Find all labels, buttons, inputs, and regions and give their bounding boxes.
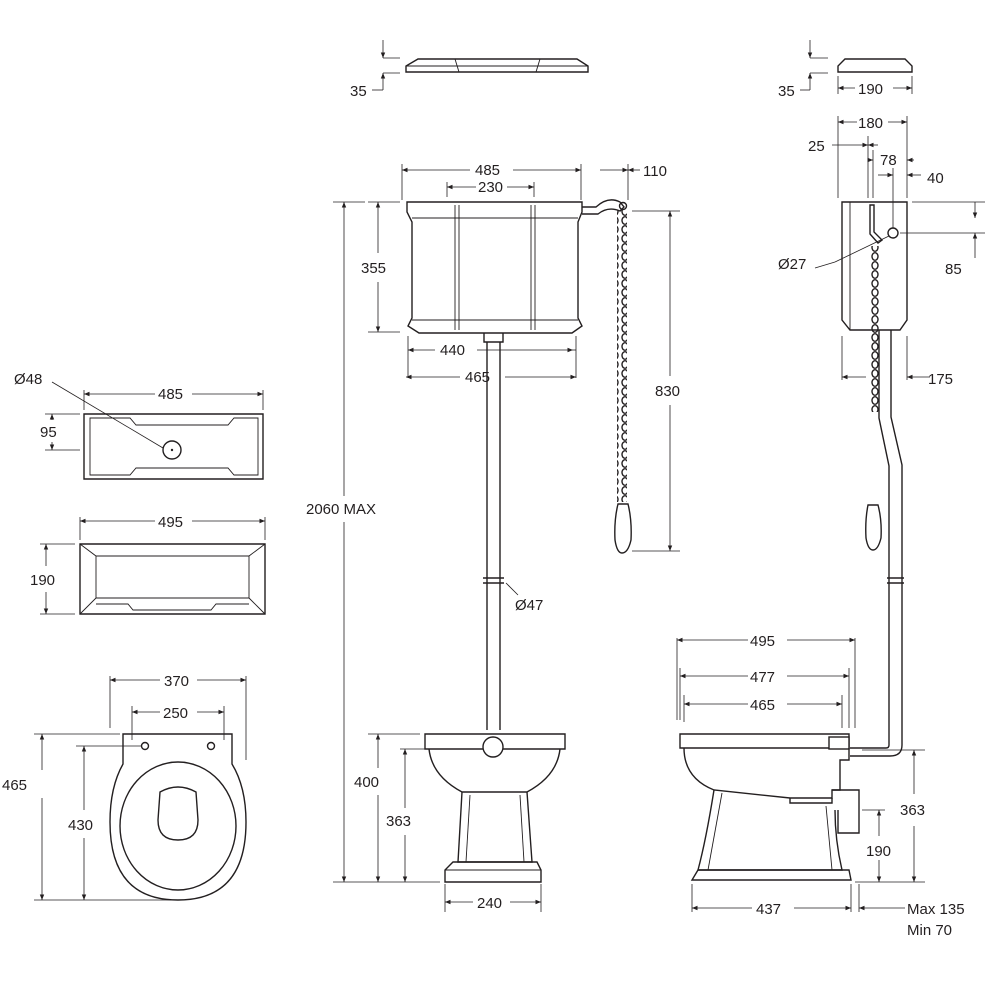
cistern-side-dims	[814, 116, 985, 380]
dim-side-d27: Ø27	[778, 256, 806, 273]
pan-front	[424, 733, 566, 883]
dim-seat-465: 465	[2, 777, 27, 794]
dim-cistern-485: 485	[475, 162, 500, 179]
dim-lid-front-35: 35	[350, 83, 367, 100]
dim-total-height: 2060 MAX	[306, 501, 376, 518]
dim-lid-side-190: 190	[858, 81, 883, 98]
dim-side-477: 477	[750, 669, 775, 686]
pan-front-dims	[368, 733, 542, 912]
dim-cistern-465: 465	[465, 369, 490, 386]
dim-pan-400: 400	[354, 774, 379, 791]
dim-pan-240: 240	[477, 895, 502, 912]
dim-cistern-440: 440	[440, 342, 465, 359]
dim-cistern-230: 230	[478, 179, 503, 196]
dim-seat-250: 250	[163, 705, 188, 722]
dim-side-465: 465	[750, 697, 775, 714]
dim-cistern-355: 355	[361, 260, 386, 277]
dim-top-485: 485	[158, 386, 183, 403]
cistern-lid-top-view	[40, 517, 266, 615]
dim-side-495: 495	[750, 633, 775, 650]
dim-side-85: 85	[945, 261, 962, 278]
dim-side-25: 25	[808, 138, 825, 155]
dim-side-180: 180	[858, 115, 883, 132]
dim-chain-830: 830	[655, 383, 680, 400]
dim-side-190: 190	[866, 843, 891, 860]
pan-side-dims	[676, 637, 925, 912]
dim-side-175: 175	[928, 371, 953, 388]
dim-lid-side-35: 35	[778, 83, 795, 100]
dim-lever-110: 110	[643, 163, 667, 180]
cistern-lid-front	[372, 40, 589, 91]
dim-side-min: Min 70	[907, 922, 952, 939]
dim-lid-495: 495	[158, 514, 183, 531]
dim-side-max: Max 135	[907, 901, 965, 918]
dim-lid-190: 190	[30, 572, 55, 589]
dim-side-40: 40	[927, 170, 944, 187]
cistern-front-dims	[333, 164, 680, 883]
seat-top-view	[34, 676, 247, 901]
cistern-top-view	[45, 381, 264, 480]
dim-side-78: 78	[880, 152, 897, 169]
cistern-lid-side	[800, 40, 913, 94]
dim-seat-370: 370	[164, 673, 189, 690]
dim-side-437: 437	[756, 901, 781, 918]
dim-top-95: 95	[40, 424, 57, 441]
dim-top-d48: Ø48	[14, 371, 42, 388]
cistern-front	[406, 199, 632, 730]
pan-side	[679, 733, 860, 881]
dim-pan-363: 363	[386, 813, 411, 830]
dim-side-363: 363	[900, 802, 925, 819]
dim-pipe-47: Ø47	[515, 597, 543, 614]
dim-seat-430: 430	[68, 817, 93, 834]
cistern-side	[841, 201, 908, 757]
